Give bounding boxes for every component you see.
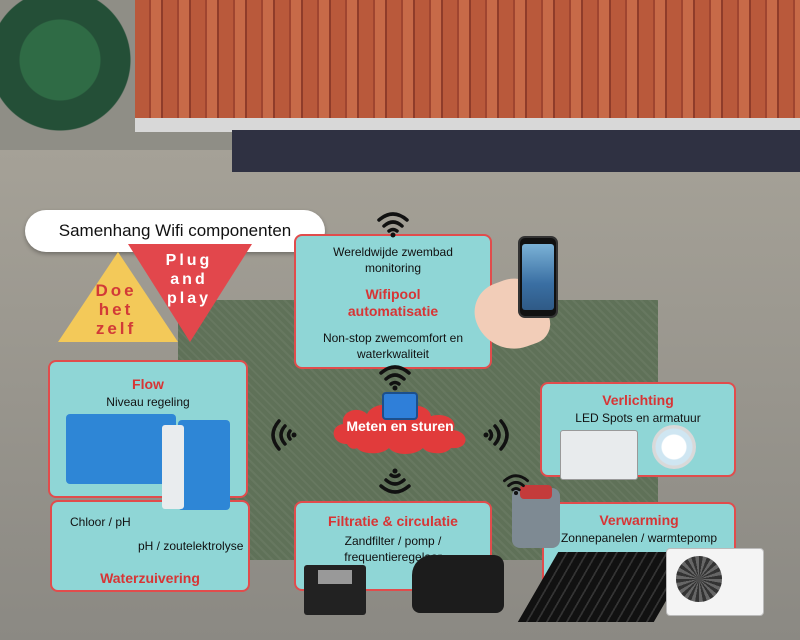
light-heading: Verlichting: [542, 392, 734, 408]
flow-sub: Niveau regeling: [50, 394, 246, 410]
wifipool-bottom-text: Non-stop zwemcomfort en waterkwaliteit: [296, 330, 490, 362]
salt-electrolysis-unit: [162, 425, 184, 509]
water-heading: Waterzuivering: [52, 570, 248, 586]
plug-and-play-badge-text: Plug and play: [146, 251, 232, 308]
wifi-icon: [378, 363, 412, 391]
wifipool-heading: Wifipool automatisatie: [296, 286, 490, 320]
card-wifipool: Wereldwijde zwembad monitoring Wifipool …: [294, 234, 492, 369]
light-sub: LED Spots en armatuur: [542, 410, 734, 426]
water-line1: Chloor / pH: [70, 514, 131, 530]
card-water: Chloor / pH pH / zoutelektrolyse Waterzu…: [50, 500, 250, 592]
dosing-pump-panel: [66, 414, 176, 484]
heat-heading: Verwarming: [544, 512, 734, 528]
center-label: Meten en sturen: [325, 418, 475, 434]
smartphone-screen: [522, 244, 554, 310]
wifi-icon: [376, 210, 410, 238]
wifi-icon: [482, 418, 512, 452]
frequency-controller-screen: [318, 570, 352, 584]
controller-icon: [382, 392, 418, 420]
water-line2: pH / zoutelektrolyse: [138, 538, 243, 554]
wifipool-top-text: Wereldwijde zwembad monitoring: [296, 244, 490, 276]
heat-sub: Zonnepanelen / warmtepomp: [544, 530, 734, 546]
led-spot: [652, 425, 696, 469]
heat-pump-fan: [676, 556, 722, 602]
dosing-pump-panel-2: [178, 420, 230, 510]
roof-tiles: [135, 0, 800, 128]
wifi-icon: [378, 468, 412, 496]
pool-pump: [412, 555, 504, 613]
wifi-icon: [268, 418, 298, 452]
wifi-icon: [502, 472, 530, 496]
diy-badge-text: Doe het zelf: [76, 281, 156, 338]
palm-tree: [0, 0, 140, 150]
house-wall: [232, 130, 800, 172]
flow-heading: Flow: [50, 376, 246, 392]
lighting-controller: [560, 430, 638, 480]
filter-heading: Filtratie & circulatie: [296, 513, 490, 529]
